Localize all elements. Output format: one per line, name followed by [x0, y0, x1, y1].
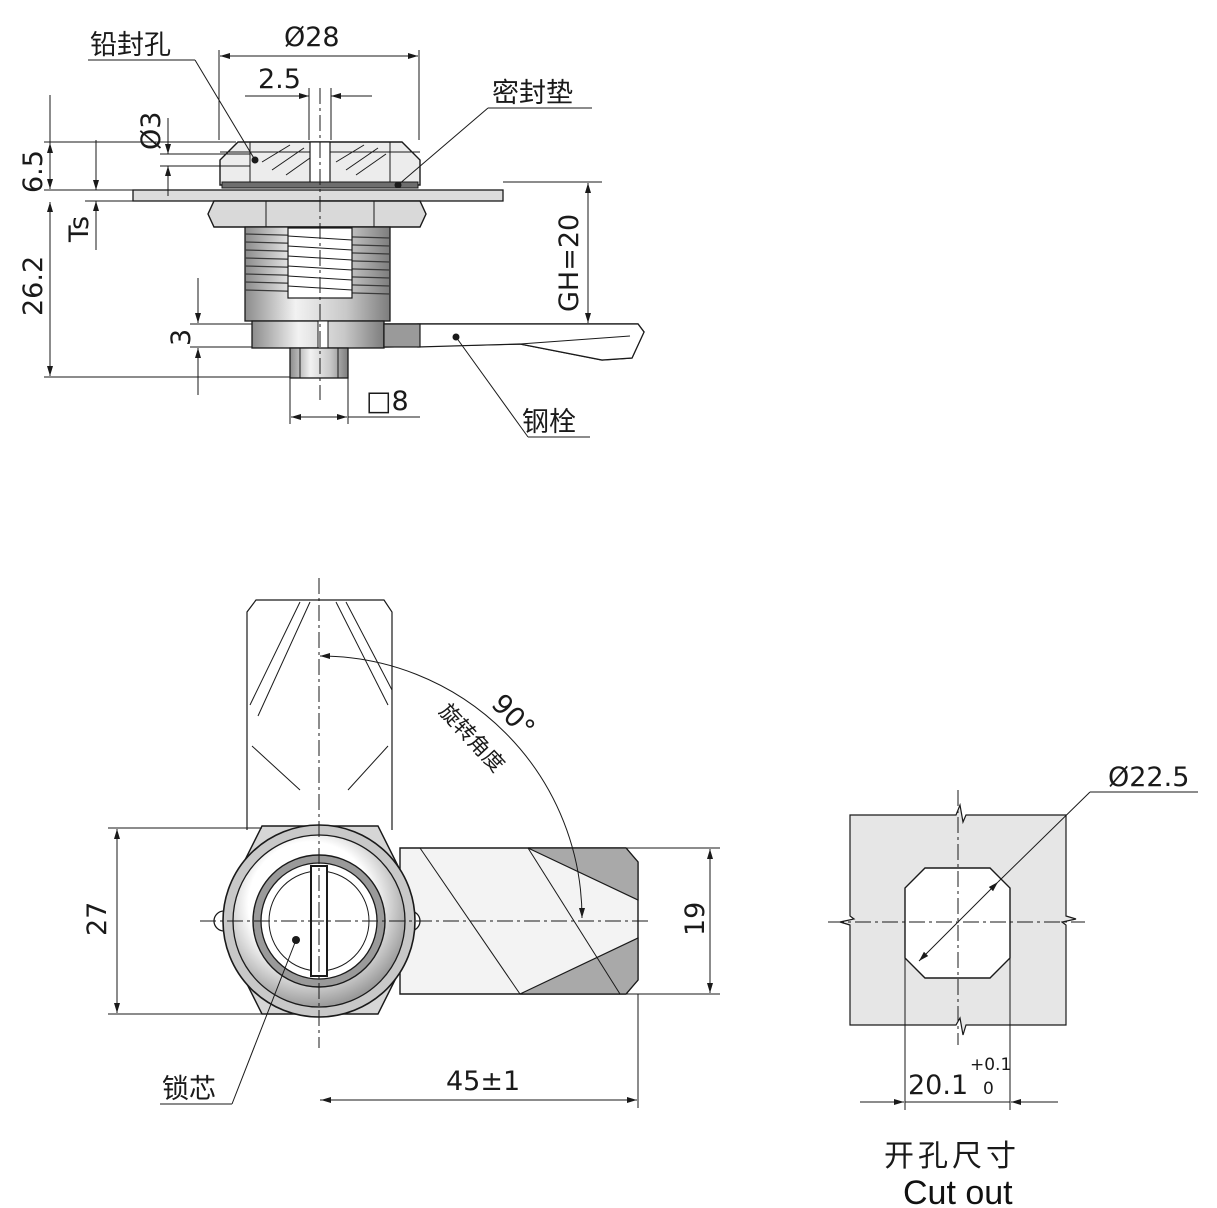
dim-3: 3 — [166, 329, 197, 346]
dim-19: 19 — [680, 902, 711, 936]
callout-seal-hole: 铅封孔 — [90, 30, 171, 61]
callout-gasket: 密封垫 — [492, 78, 573, 109]
dim-dia-22-5: Ø22.5 — [1108, 762, 1189, 793]
callout-lock-core: 锁芯 — [162, 1074, 216, 1105]
side-view: Ø28 2.5 Ø3 6.5 Ts 26.2 GH=20 — [18, 22, 645, 438]
dim-gh-20: GH=20 — [554, 214, 585, 312]
dim-2-5: 2.5 — [258, 64, 301, 95]
dim-ts: Ts — [64, 216, 95, 243]
mounting-panel — [132, 189, 504, 202]
dim-6-5: 6.5 — [18, 150, 49, 193]
square-spindle — [289, 347, 349, 379]
caption-english: Cut out — [903, 1174, 1013, 1208]
dim-tolerance-plus: +0.1 — [970, 1055, 1011, 1075]
dim-45: 45±1 — [446, 1066, 520, 1097]
hex-nut — [207, 200, 427, 228]
cutout-view: Ø22.5 20.1 +0.1 0 开孔尺寸 Cut out — [828, 762, 1198, 1208]
dim-dia-28: Ø28 — [284, 22, 340, 53]
dim-sq-8: □8 — [366, 386, 409, 417]
dim-angle-90: 90° — [485, 688, 541, 744]
dim-dia-3: Ø3 — [136, 112, 167, 150]
caption-chinese: 开孔尺寸 — [884, 1139, 1020, 1174]
dim-20-1: 20.1 — [908, 1070, 968, 1101]
dim-27: 27 — [82, 902, 113, 936]
callout-steel-cam: 钢栓 — [522, 407, 576, 438]
dim-26-2: 26.2 — [18, 256, 49, 316]
dim-tolerance-zero: 0 — [983, 1079, 994, 1099]
front-view: 90° 旋转角度 27 19 45±1 锁芯 — [82, 578, 720, 1108]
